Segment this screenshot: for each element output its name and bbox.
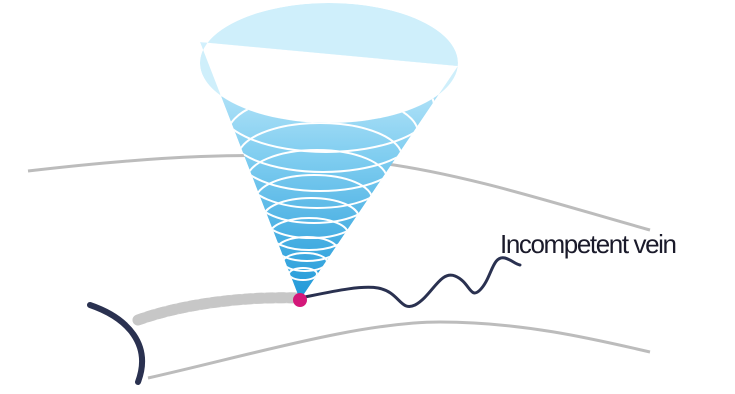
ultrasound-cone — [200, 3, 458, 300]
lower-skin-line — [147, 320, 651, 380]
treated-vein-dots — [132, 292, 306, 326]
incompetent-vein — [298, 256, 522, 308]
vein-wall-arc — [87, 302, 146, 385]
focal-point — [293, 293, 307, 307]
incompetent-vein-label: Incompetent vein — [500, 229, 677, 259]
